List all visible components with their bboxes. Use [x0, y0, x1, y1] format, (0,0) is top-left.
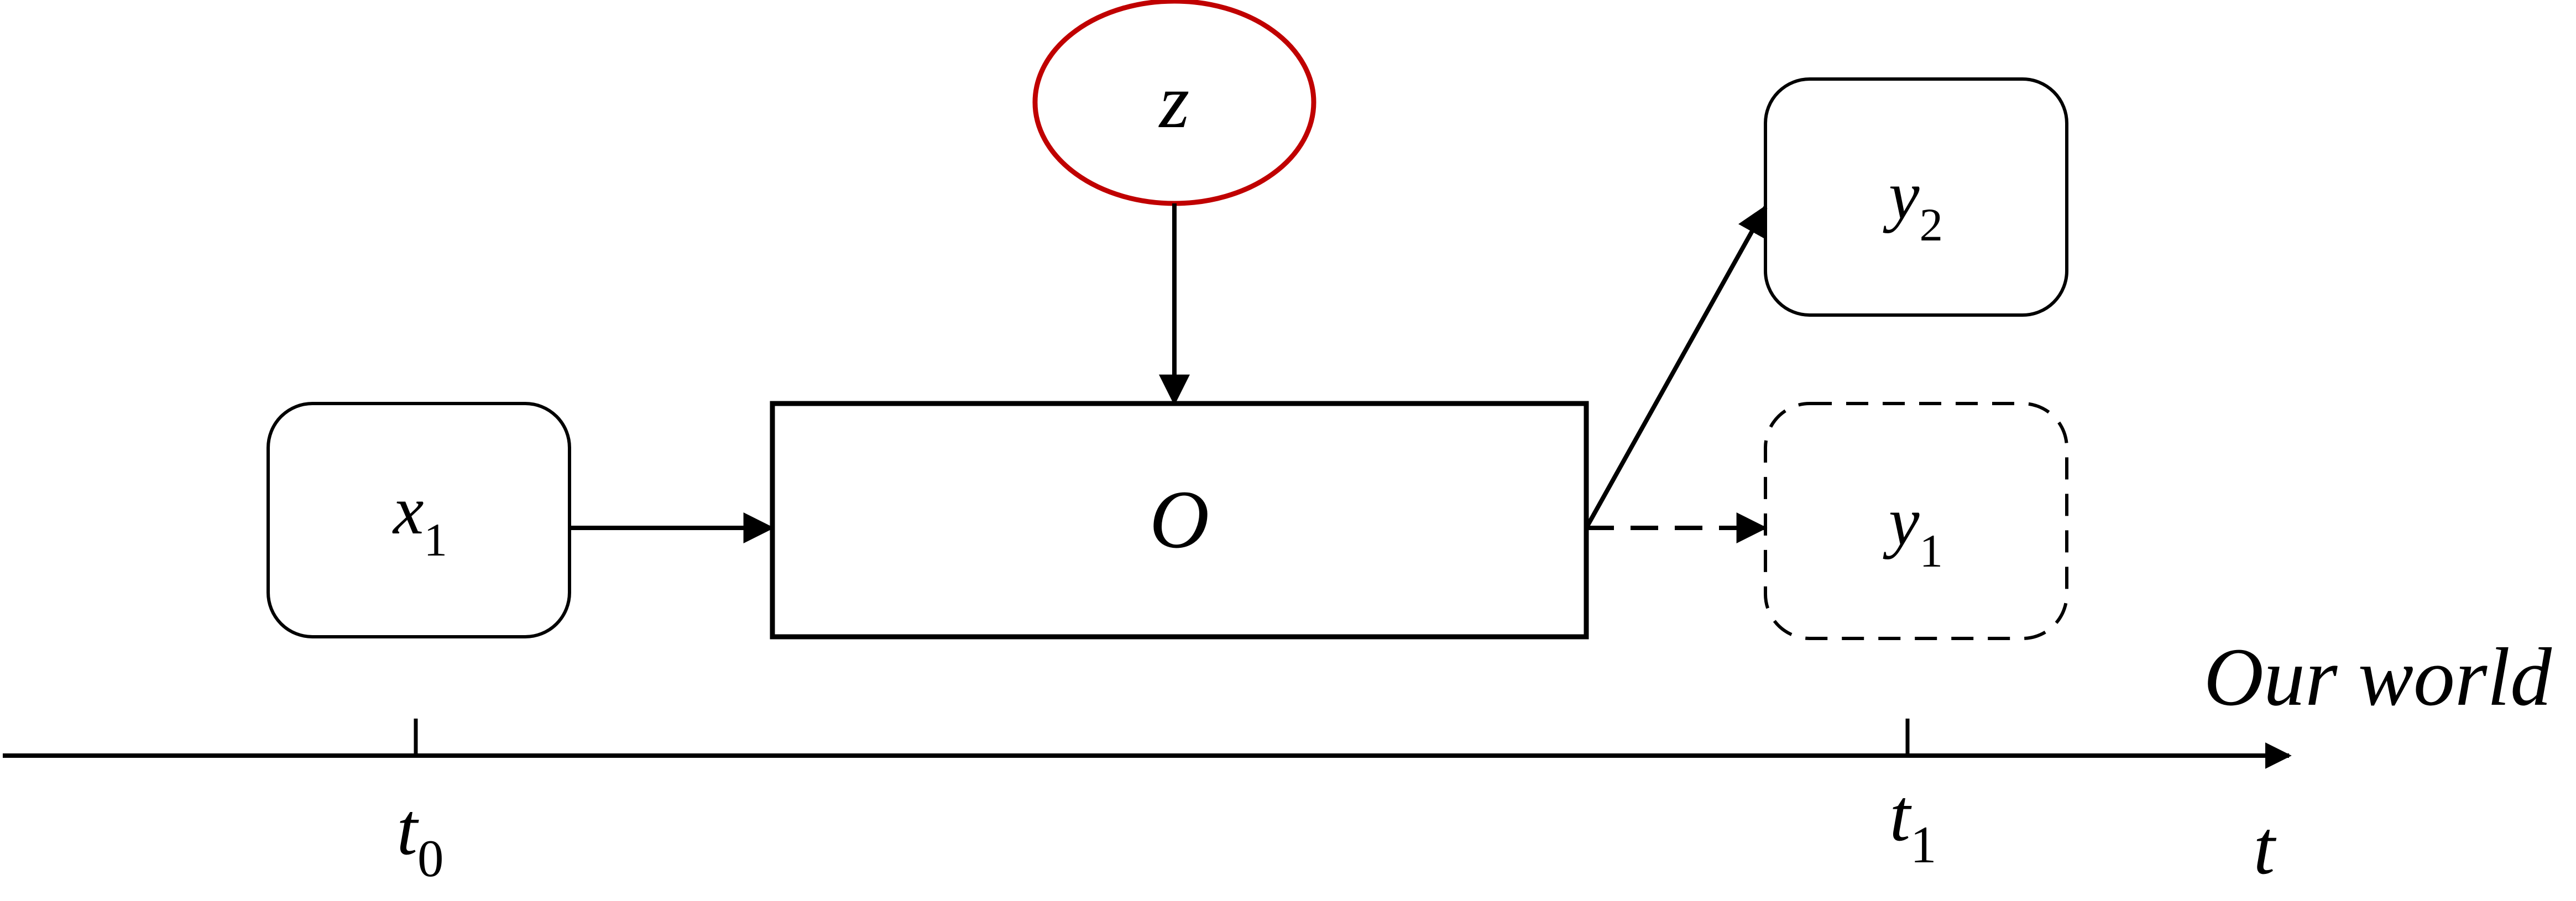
y1-main: y	[1883, 484, 1920, 560]
x1-main: x	[392, 473, 424, 549]
x1-label: x1	[392, 473, 447, 566]
t1-subscript: 1	[1910, 815, 1937, 874]
o-label: O	[1149, 474, 1209, 565]
y2-main: y	[1883, 158, 1920, 234]
node-y2: y2	[1764, 77, 2068, 317]
t1-label: t1	[1889, 774, 1936, 874]
edge-o-to-y2	[1584, 205, 1768, 529]
y1-label: y1	[1883, 484, 1943, 577]
t0-main: t	[396, 788, 419, 871]
z-label: z	[1158, 59, 1189, 144]
y1-subscript: 1	[1919, 525, 1943, 577]
x1-box	[267, 402, 571, 638]
node-x1: x1	[267, 402, 571, 638]
node-y1: y1	[1764, 402, 2068, 640]
node-z: z	[1032, 0, 1316, 206]
axis-label-t: t	[2254, 805, 2277, 890]
y2-box	[1764, 77, 2068, 317]
y2-subscript: 2	[1919, 199, 1943, 251]
x1-subscript: 1	[424, 514, 447, 566]
t0-label: t0	[396, 788, 443, 888]
o-box	[770, 401, 1589, 640]
t0-subscript: 0	[417, 829, 444, 888]
y2-label: y2	[1883, 158, 1943, 251]
node-o: O	[770, 401, 1589, 640]
t1-main: t	[1889, 774, 1912, 857]
world-label: Our world	[2204, 631, 2552, 723]
